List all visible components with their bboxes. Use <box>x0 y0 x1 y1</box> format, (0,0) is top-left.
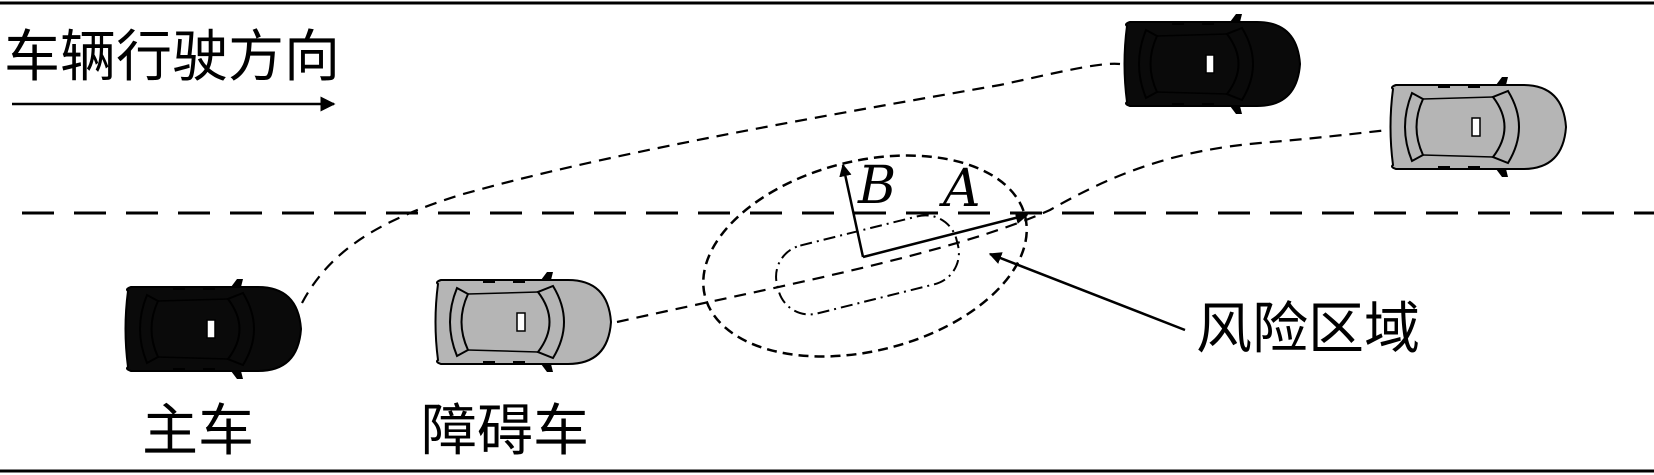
risk-zone-label: 风险区域 <box>1196 297 1420 362</box>
obstacle-car-future <box>1389 76 1567 178</box>
axis-a-arrow <box>862 211 1029 259</box>
ego-trajectory <box>301 62 1121 304</box>
ego-car <box>124 278 302 380</box>
obstacle-car-label: 障碍车 <box>421 399 589 464</box>
axis-b-label: B <box>857 156 896 216</box>
ego-car-label: 主车 <box>142 399 254 464</box>
obstacle-trajectory <box>616 128 1389 324</box>
axis-b-arrow <box>839 163 865 258</box>
axis-a-label: A <box>939 159 981 219</box>
ego-car-future <box>1123 13 1301 115</box>
risk-zone-pointer <box>988 252 1186 332</box>
obstacle-footprint <box>775 214 960 316</box>
obstacle-car <box>434 271 612 373</box>
direction-label: 车辆行驶方向 <box>4 25 340 90</box>
